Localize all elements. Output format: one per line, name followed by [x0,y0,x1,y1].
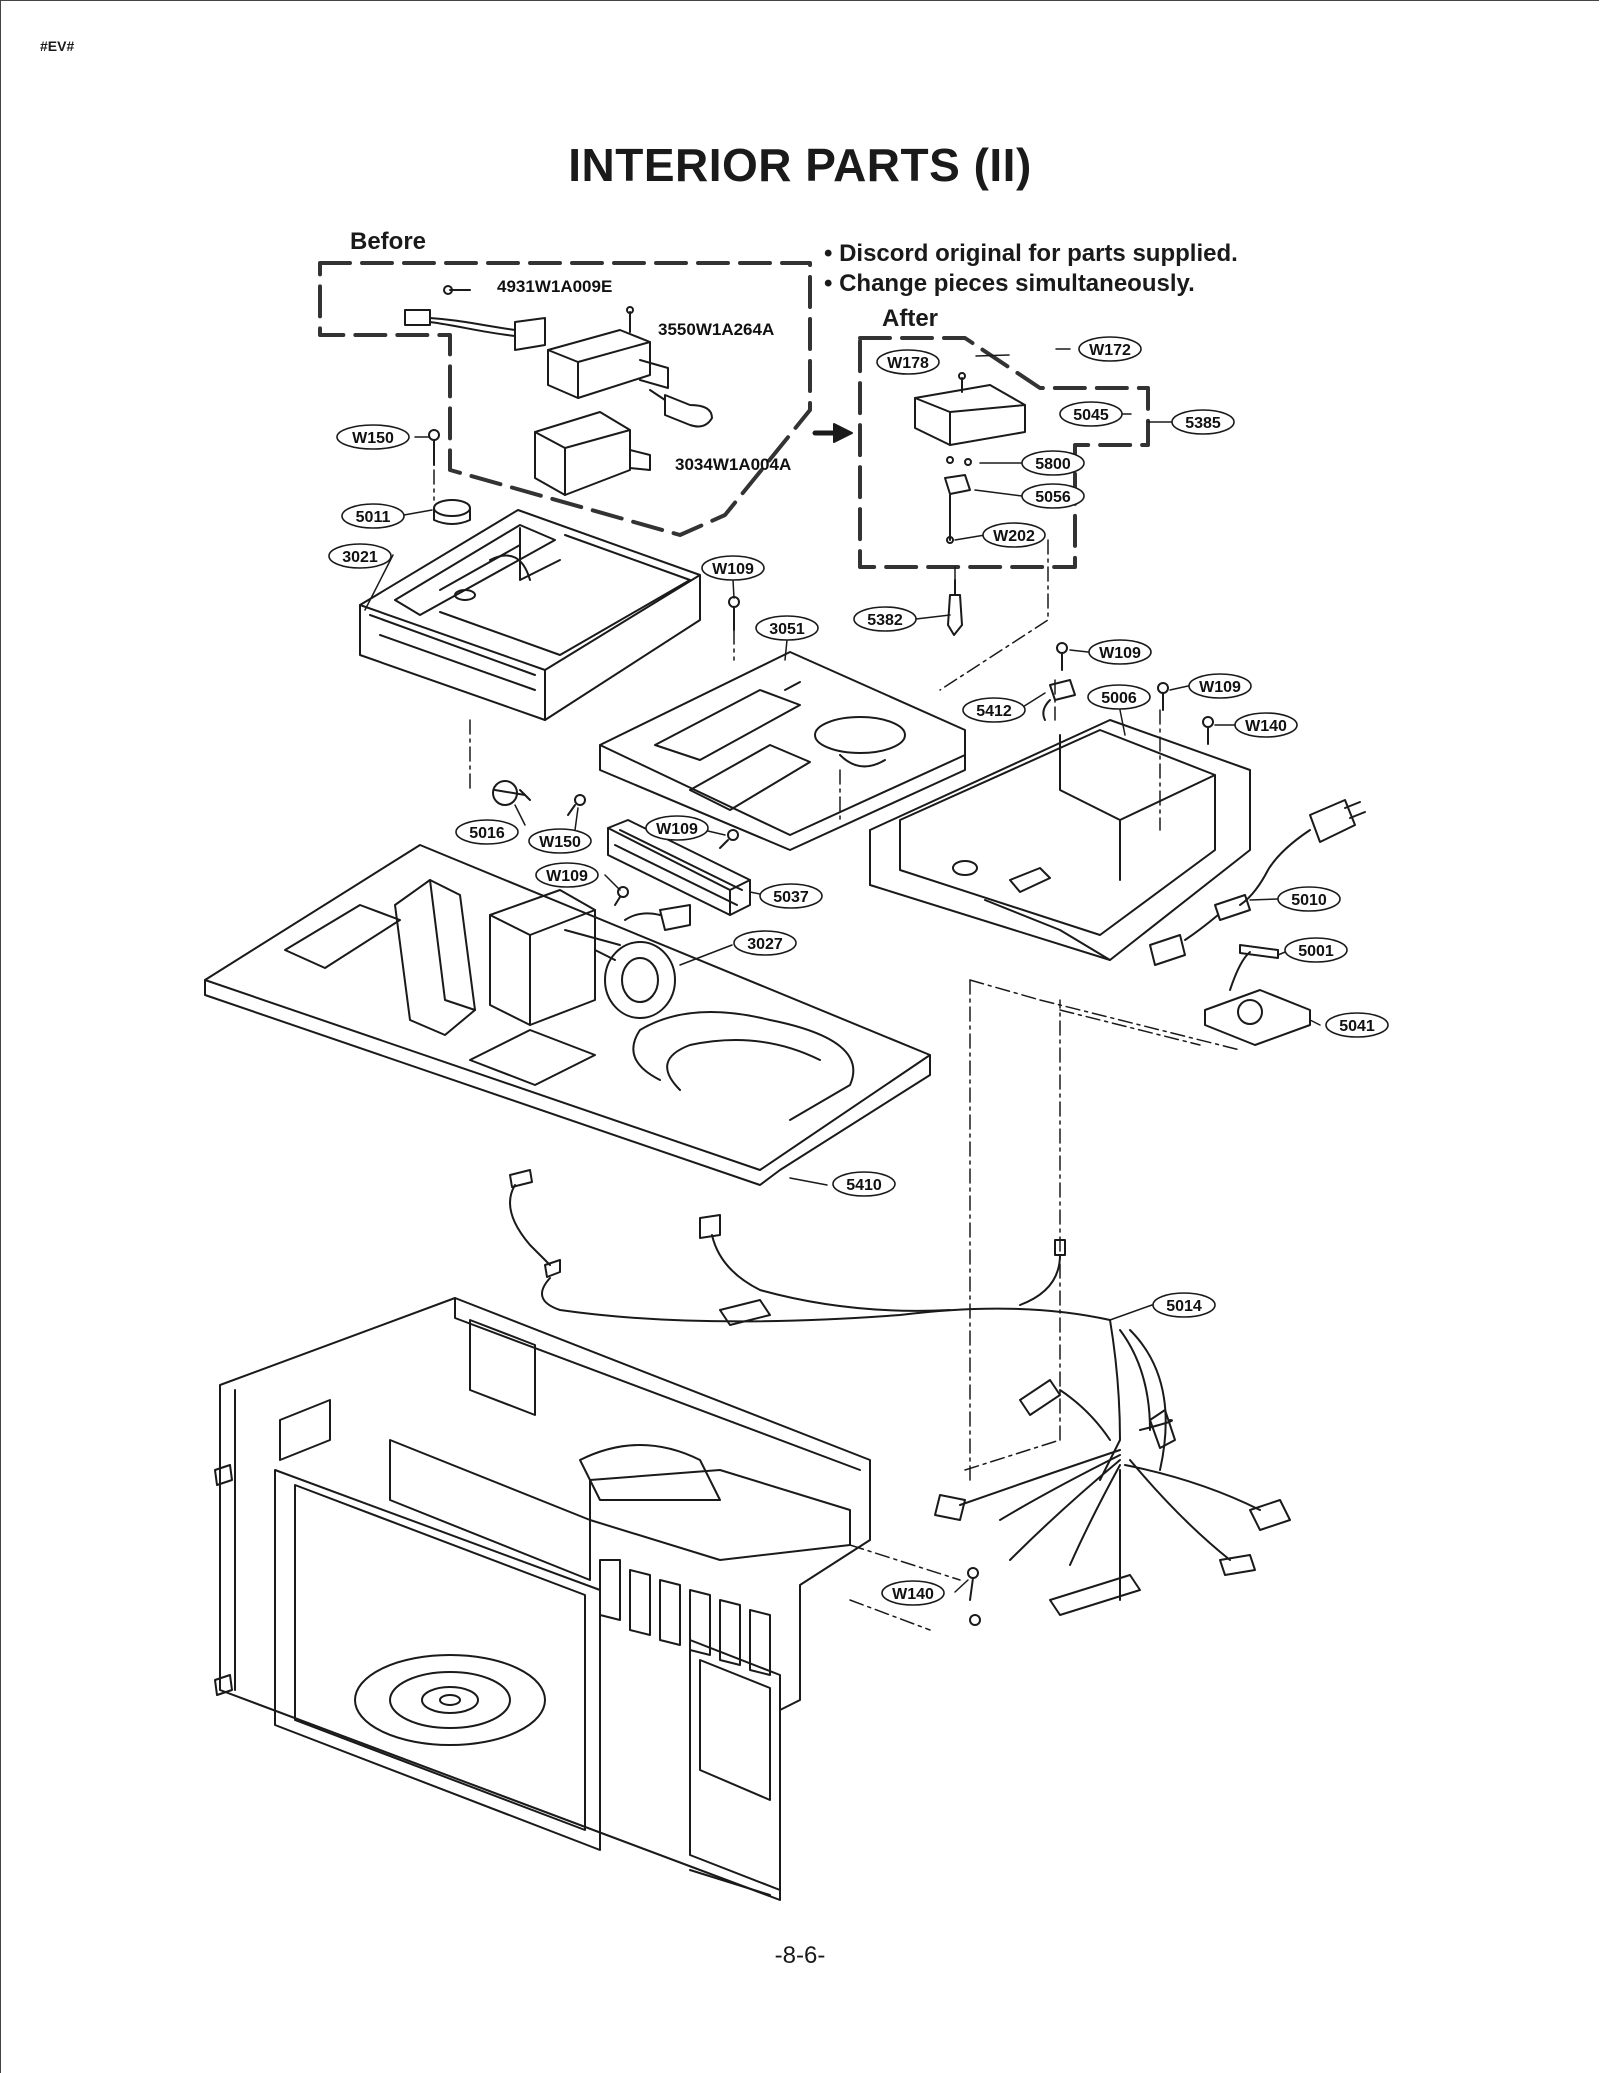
after-bracket-5045 [914,372,1026,446]
section-label-before: Before [350,228,427,255]
callout-w109-5412: W109 [1099,645,1141,662]
callout-w109-3021: W109 [712,561,754,578]
w150-screw-top [428,429,440,466]
before-lamp [649,389,713,428]
alignment-lines [433,469,1241,1631]
callout-3051: 3051 [769,621,805,638]
filter-5037 [607,819,751,916]
callout-labels: W150 5011 3021 W109 3051 W178 W172 5045 … [342,342,1375,1603]
after-box-outline [858,336,1150,569]
callout-5385: 5385 [1185,415,1221,432]
power-cord-5010 [1149,799,1366,966]
callout-5016: 5016 [469,825,505,842]
fan-motor-3027 [489,889,691,1026]
callout-5010: 5010 [1291,892,1327,909]
callout-w109-filter: W109 [656,821,698,838]
callout-5056: 5056 [1035,489,1071,506]
before-bracket-3550 [547,306,669,399]
callout-5412: 5412 [976,703,1012,720]
air-guide-3021 [359,509,701,721]
w150-screw-lower [567,794,586,816]
callout-w150-lower: W150 [539,834,581,851]
before-part-labels: 4931W1A009E 3550W1A264A 3034W1A004A [497,277,791,474]
w109-screw-fan [614,886,629,906]
callout-3021: 3021 [342,549,378,566]
callout-5001: 5001 [1298,943,1334,960]
noise-filter-5041 [1204,951,1311,1046]
callout-w202: W202 [993,528,1035,545]
callout-5045: 5045 [1073,407,1109,424]
after-probe-5382 [947,579,963,636]
plate-3051 [599,651,966,851]
callout-5382: 5382 [867,612,903,629]
before-cover-3034 [534,411,651,496]
callout-w150-top: W150 [352,430,394,447]
before-after-arrow [812,423,853,443]
page-number: -8-6- [774,1942,826,1969]
sensor-5011 [433,499,471,525]
thermostat-5016 [492,780,531,806]
callout-5011: 5011 [356,509,391,526]
document-tag: #EV# [40,38,75,54]
callout-5014: 5014 [1166,1298,1202,1315]
wire-harness-5014 [509,1169,1291,1616]
duct-part [394,879,476,1036]
section-label-after: After [882,305,939,332]
part-number-4931W1A009E: 4931W1A009E [497,277,612,296]
part-number-3034W1A004A: 3034W1A004A [675,455,791,474]
callout-w109-fan: W109 [546,868,588,885]
callout-5006: 5006 [1101,690,1137,707]
base-plate-5410 [204,844,931,1186]
callout-ovals [328,336,1389,1606]
clip-5412 [1042,679,1076,721]
w140-screw-lower [967,1567,981,1626]
before-harness-connector [404,285,546,351]
w109-screw-filter [719,829,739,849]
before-box-outline [318,261,812,537]
callout-5037: 5037 [773,889,809,906]
part-number-3550W1A264A: 3550W1A264A [658,320,774,339]
callout-w140-lower: W140 [892,1586,934,1603]
callout-5041: 5041 [1339,1018,1375,1035]
note-change-simultaneously: • Change pieces simultaneously. [824,270,1195,297]
callout-5800: 5800 [1035,456,1071,473]
thermistor-5001 [1239,944,1279,959]
callout-w109-5006: W109 [1199,679,1241,696]
page-title: INTERIOR PARTS (II) [568,139,1032,191]
callout-w178: W178 [887,355,929,372]
callout-w140-top: W140 [1245,718,1287,735]
note-discard-original: • Discord original for parts supplied. [824,240,1238,267]
w109-screw-3021 [728,596,740,631]
callout-5410: 5410 [846,1177,882,1194]
callout-w172: W172 [1089,342,1131,359]
after-switch-5056 [944,456,972,544]
cavity-frame [214,1297,871,1901]
w109-screws-5006 [1056,642,1214,745]
callout-3027: 3027 [747,936,783,953]
control-box-5006 [869,719,1251,961]
